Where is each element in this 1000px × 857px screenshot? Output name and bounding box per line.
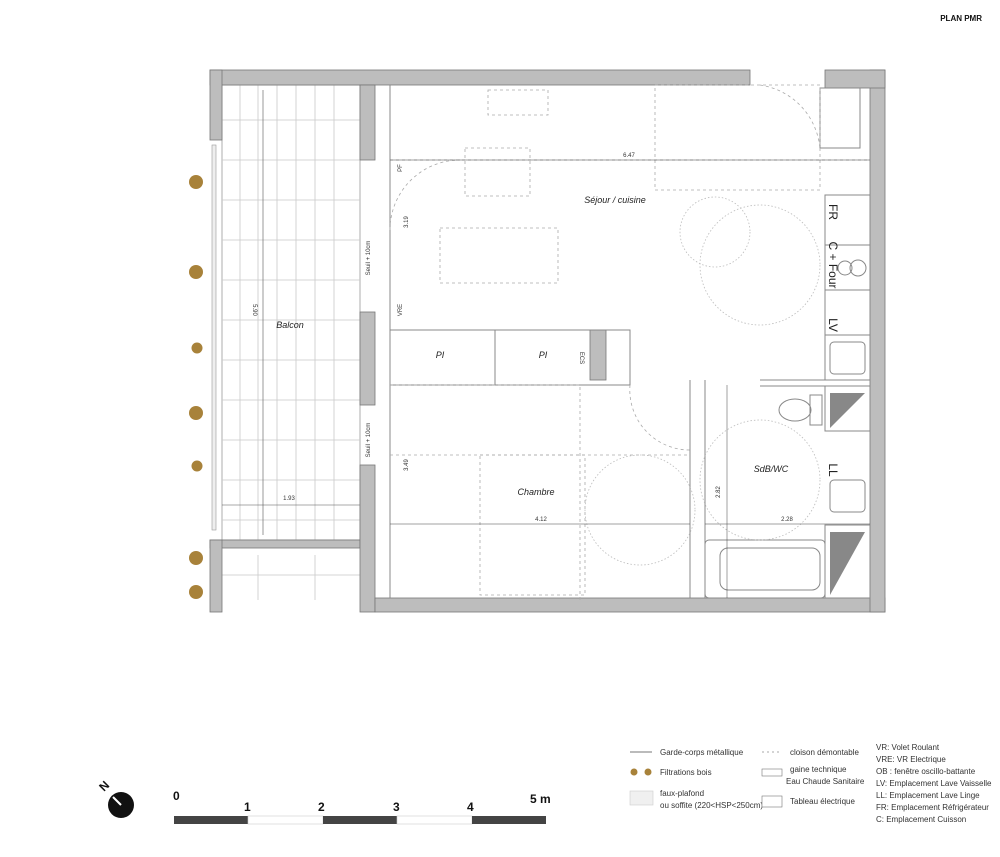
legend-item: Filtrations bois	[660, 768, 712, 777]
filtrations-bois	[189, 175, 203, 599]
legend-item: ou soffite (220<HSP<250cm)	[660, 801, 763, 810]
scale-label: 1	[244, 800, 251, 814]
scale-label: 0	[173, 789, 180, 803]
legend-item: Eau Chaude Sanitaire	[786, 777, 865, 786]
scale-label: 5 m	[530, 792, 551, 806]
gaine-technique	[830, 532, 865, 595]
scale-label: 4	[467, 800, 474, 814]
legend-item: VR: Volet Roulant	[876, 743, 940, 752]
dim-chambre-width: 4.12	[535, 517, 547, 523]
scale-bar: 0 1 2 3 4 5 m	[173, 789, 551, 825]
dim-sejour-width: 6.47	[623, 153, 635, 159]
legend-item: Garde-corps métallique	[660, 748, 744, 757]
ll-label: LL	[826, 463, 840, 477]
turning-circles	[584, 196, 821, 566]
walls	[209, 69, 886, 613]
legend-item: cloison démontable	[790, 748, 859, 757]
legend-item: C: Emplacement Cuisson	[876, 815, 966, 824]
legend-item: gaine technique	[790, 765, 847, 774]
legend: Garde-corps métallique Filtrations bois …	[629, 743, 992, 824]
legend-item: OB : fenêtre oscillo-battante	[876, 767, 976, 776]
dim-sejour-depth: 3.19	[404, 216, 410, 228]
seuil-label-1: Seuil + 10cm	[366, 241, 372, 276]
legend-item: FR: Emplacement Réfrigérateur	[876, 803, 989, 812]
dim-balcon-width: 1.93	[283, 496, 295, 502]
dim-sdb-width: 2.28	[781, 517, 793, 523]
seuil-label-2: Seuil + 10cm	[366, 423, 372, 458]
room-balcon: Balcon	[276, 320, 304, 330]
legend-item: VRE: VR Electrique	[876, 755, 946, 764]
pf-label: PF	[398, 164, 404, 172]
legend-item: faux-plafond	[660, 789, 704, 798]
ecs-label: ECS	[578, 352, 584, 364]
north-label: N	[96, 778, 112, 794]
dim-chambre-depth: 3.49	[404, 459, 410, 471]
legend-item: LV: Emplacement Lave Vaisselle	[876, 779, 992, 788]
gaine-technique	[830, 393, 865, 428]
plan-title: PLAN PMR	[940, 14, 982, 23]
garde-corps	[211, 144, 217, 531]
room-chambre: Chambre	[517, 487, 554, 497]
room-pi-2: PI	[539, 350, 548, 360]
dimension-lines	[390, 159, 870, 598]
dim-sdb-depth: 2.82	[716, 486, 722, 498]
legend-item: Tableau électrique	[790, 797, 855, 806]
balcony	[211, 84, 361, 600]
c-four-label: C + Four	[826, 241, 840, 288]
legend-item: LL: Emplacement Lave Linge	[876, 791, 980, 800]
north-arrow-icon: N	[96, 778, 134, 818]
room-sdb: SdB/WC	[754, 464, 789, 474]
scale-label: 3	[393, 800, 400, 814]
room-sejour: Séjour / cuisine	[584, 195, 646, 205]
room-pi-1: PI	[436, 350, 445, 360]
lv-label: LV	[826, 318, 840, 332]
vre-label: VRE	[398, 304, 404, 316]
scale-label: 2	[318, 800, 325, 814]
dim-balcon-length: 5.90	[251, 304, 257, 316]
fr-label: FR	[826, 204, 840, 220]
